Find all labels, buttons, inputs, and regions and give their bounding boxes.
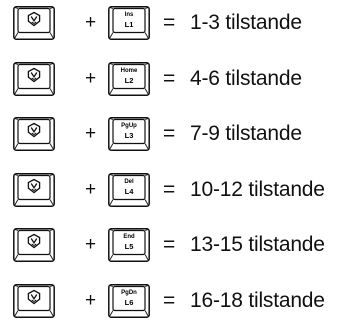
logo-icon <box>27 289 41 305</box>
plus-sign: + <box>85 67 97 89</box>
plus-sign: + <box>85 178 97 200</box>
result-text: 16-18 tilstande <box>190 289 325 312</box>
key-top-label: End <box>123 234 135 240</box>
key-bottom-label: L1 <box>125 20 134 29</box>
logo-icon <box>27 234 41 249</box>
plus-sign: + <box>85 123 97 145</box>
equals-sign: = <box>163 177 176 201</box>
key-bottom-label: L6 <box>125 298 134 307</box>
key-top-label: Home <box>121 68 138 74</box>
modifier-key <box>13 117 55 152</box>
modifier-key <box>13 172 55 207</box>
result-text: 13-15 tilstande <box>190 233 325 257</box>
key-bottom-label: L5 <box>125 242 134 251</box>
plus-sign: + <box>85 234 97 256</box>
equals-sign: = <box>163 66 176 90</box>
result-text: 1-3 tilstande <box>190 11 302 34</box>
modifier-key <box>13 228 55 263</box>
logo-icon <box>27 11 41 27</box>
modifier-key <box>13 61 55 96</box>
logo-icon <box>27 122 41 138</box>
logo-icon <box>27 178 41 194</box>
equals-sign: = <box>163 122 176 146</box>
plus-sign: + <box>85 290 97 311</box>
key-bottom-label: L2 <box>125 76 134 85</box>
key-bottom-label: L3 <box>125 131 134 140</box>
modifier-key <box>13 6 55 40</box>
plus-sign: + <box>85 12 97 33</box>
key-top-label: Ins <box>125 12 134 18</box>
result-text: 10-12 tilstande <box>190 177 325 201</box>
key-top-label: PgDn <box>121 290 137 296</box>
equals-sign: = <box>163 233 176 257</box>
equals-sign: = <box>163 11 176 34</box>
logo-icon <box>27 67 41 82</box>
equals-sign: = <box>163 289 176 312</box>
key-top-label: Del <box>124 179 134 185</box>
key-top-label: PgUp <box>121 123 137 129</box>
key-bottom-label: L4 <box>125 187 135 196</box>
result-text: 4-6 tilstande <box>190 66 302 90</box>
modifier-key <box>13 284 55 318</box>
result-text: 7-9 tilstande <box>190 122 302 146</box>
